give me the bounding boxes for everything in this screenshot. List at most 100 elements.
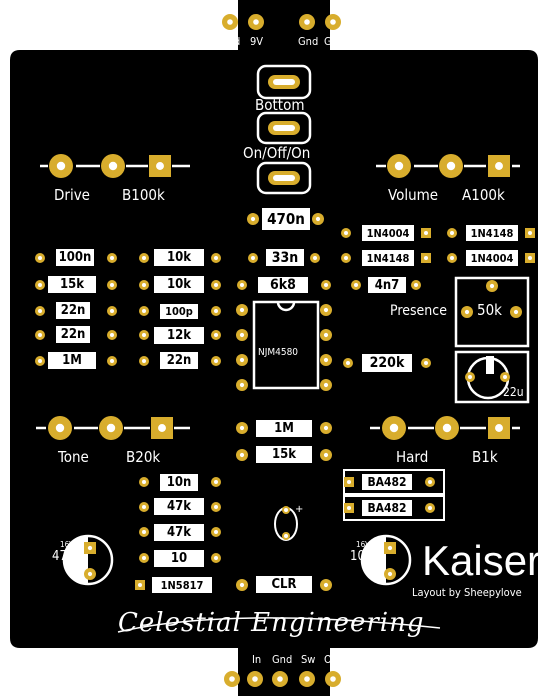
presence-pad-2-hole	[513, 309, 519, 315]
board-title: Kaiser	[422, 537, 542, 584]
left-a-0-hole	[38, 256, 42, 260]
cap22u-pad-1-hole	[468, 375, 472, 379]
left-b-2-hole	[110, 309, 114, 313]
presence-pad-3-hole	[489, 283, 495, 289]
dr-c-1-hole	[450, 256, 454, 260]
top-pad-label-gnd2: Gnd	[298, 35, 319, 48]
ll-a-2-hole	[142, 530, 146, 534]
r-10-label: 10	[154, 550, 204, 567]
cap47u-pad-1-hole	[87, 545, 93, 551]
r220k-pad-1-hole	[346, 361, 350, 365]
left-a-1-hole	[38, 283, 42, 287]
top-pad-1-hole	[253, 19, 259, 25]
pot-tone-2-hole	[106, 423, 116, 433]
ic-pad-l1-hole	[239, 332, 245, 338]
r220k-pad-2-hole	[424, 361, 428, 365]
celestial-swirl	[117, 617, 441, 633]
tone-pot-label: Tone	[58, 448, 89, 466]
brand-name: Celestial Engineering	[118, 608, 425, 638]
dr-a-1-hole	[344, 256, 348, 260]
switch-bottom-label: Bottom	[255, 96, 305, 114]
top-pad-0-hole	[227, 19, 233, 25]
top-pad-label-9v: 9V	[250, 35, 264, 48]
hard-pot-label: Hard	[396, 448, 429, 466]
clr-pad-hole	[323, 582, 329, 588]
cap-22u-stripe	[486, 356, 494, 374]
cap-47u-label: 47u	[52, 549, 75, 564]
ic-pad-r1-hole	[323, 332, 329, 338]
cap47u-pad-2-hole	[87, 571, 93, 577]
r-1m-mid-label: 1M	[256, 420, 312, 437]
c-470n-label: 470n	[262, 208, 310, 230]
r-10k-b-label: 10k	[154, 276, 204, 293]
c-100p-label: 100p	[160, 304, 198, 319]
cap-47u-fill	[64, 536, 88, 584]
ll-a-3-hole	[142, 556, 146, 560]
left-b-0-hole	[110, 256, 114, 260]
volume-pot-value: A100k	[462, 186, 505, 204]
c470n-pad-2-hole	[315, 216, 321, 222]
layout-credit: Layout by Sheepylove	[412, 586, 522, 599]
ic-pad-r3-hole	[323, 382, 329, 388]
ic-outline	[252, 300, 320, 390]
c470n-pad-1-hole	[250, 216, 256, 222]
bottom-pad-label-gnd: Gnd	[272, 653, 293, 666]
bottom-pad-3-hole	[304, 676, 310, 682]
ic-pad-l0-hole	[239, 307, 245, 313]
midl-b-0-hole	[214, 256, 218, 260]
top-pad-3-hole	[330, 19, 336, 25]
small-cap-pad-1-hole	[284, 508, 288, 512]
d-1n4004-b-label: 1N4004	[466, 250, 518, 266]
switch-lug-bot-slot	[273, 175, 295, 181]
d-1n4004-a-label: 1N4004	[362, 225, 414, 241]
pot-volume-2-hole	[446, 161, 456, 171]
midl-b-4-hole	[214, 359, 218, 363]
bottom-pad-label-9v: 9V	[223, 653, 237, 666]
ba482-pad-a1-hole	[347, 506, 351, 510]
switch-lug-mid-slot	[273, 125, 295, 131]
r6k8-pad-1-hole	[240, 283, 244, 287]
r-12k-label: 12k	[154, 327, 204, 344]
ll-a-1-hole	[142, 505, 146, 509]
left-a-4-hole	[38, 359, 42, 363]
c33n-pad-2-hole	[313, 256, 317, 260]
bottom-pad-label-in: In	[252, 653, 262, 666]
switch-outline	[256, 64, 312, 195]
ba482-pad-b0-hole	[428, 480, 432, 484]
c4n7-pad-1-hole	[354, 283, 358, 287]
midl-b-2-hole	[214, 309, 218, 313]
r-220k-label: 220k	[362, 354, 412, 372]
r15k-mid-pad-2-hole	[323, 452, 329, 458]
left-b-4-hole	[110, 359, 114, 363]
r-1m-left-label: 1M	[48, 352, 96, 369]
pot-drive-1-hole	[56, 161, 66, 171]
midl-a-1-hole	[142, 283, 146, 287]
dr-d-1-hole	[528, 256, 532, 260]
c-4n7-label: 4n7	[368, 277, 406, 293]
bottom-pad-2-hole	[277, 676, 283, 682]
ll-b-1-hole	[214, 505, 218, 509]
ic-notch	[276, 301, 296, 312]
r6k8-pad-2-hole	[324, 283, 328, 287]
drive-pot-value: B100k	[122, 186, 165, 204]
bottom-pad-label-sw: Sw	[301, 653, 316, 666]
pad-group	[35, 14, 535, 687]
c-10n-label: 10n	[160, 474, 198, 491]
top-pad-label-gnd1: Gnd	[220, 35, 241, 48]
ic-pad-l3-hole	[239, 382, 245, 388]
presence-pot-value: 50k	[477, 301, 502, 319]
ic-pad-r0-hole	[323, 307, 329, 313]
pot-tone-3-hole	[158, 424, 166, 432]
left-b-1-hole	[110, 283, 114, 287]
d-1n4148-b-label: 1N4148	[466, 225, 518, 241]
midl-a-4-hole	[142, 359, 146, 363]
pot-hard-3-hole	[495, 424, 503, 432]
cap-100u-voltage: 16V	[356, 540, 371, 549]
r1m-mid-pad-2-hole	[323, 425, 329, 431]
top-pad-2-hole	[304, 19, 310, 25]
cap-100u-fill	[362, 536, 386, 584]
c33n-pad-1-hole	[251, 256, 255, 260]
cap-22u-outline	[454, 350, 530, 404]
